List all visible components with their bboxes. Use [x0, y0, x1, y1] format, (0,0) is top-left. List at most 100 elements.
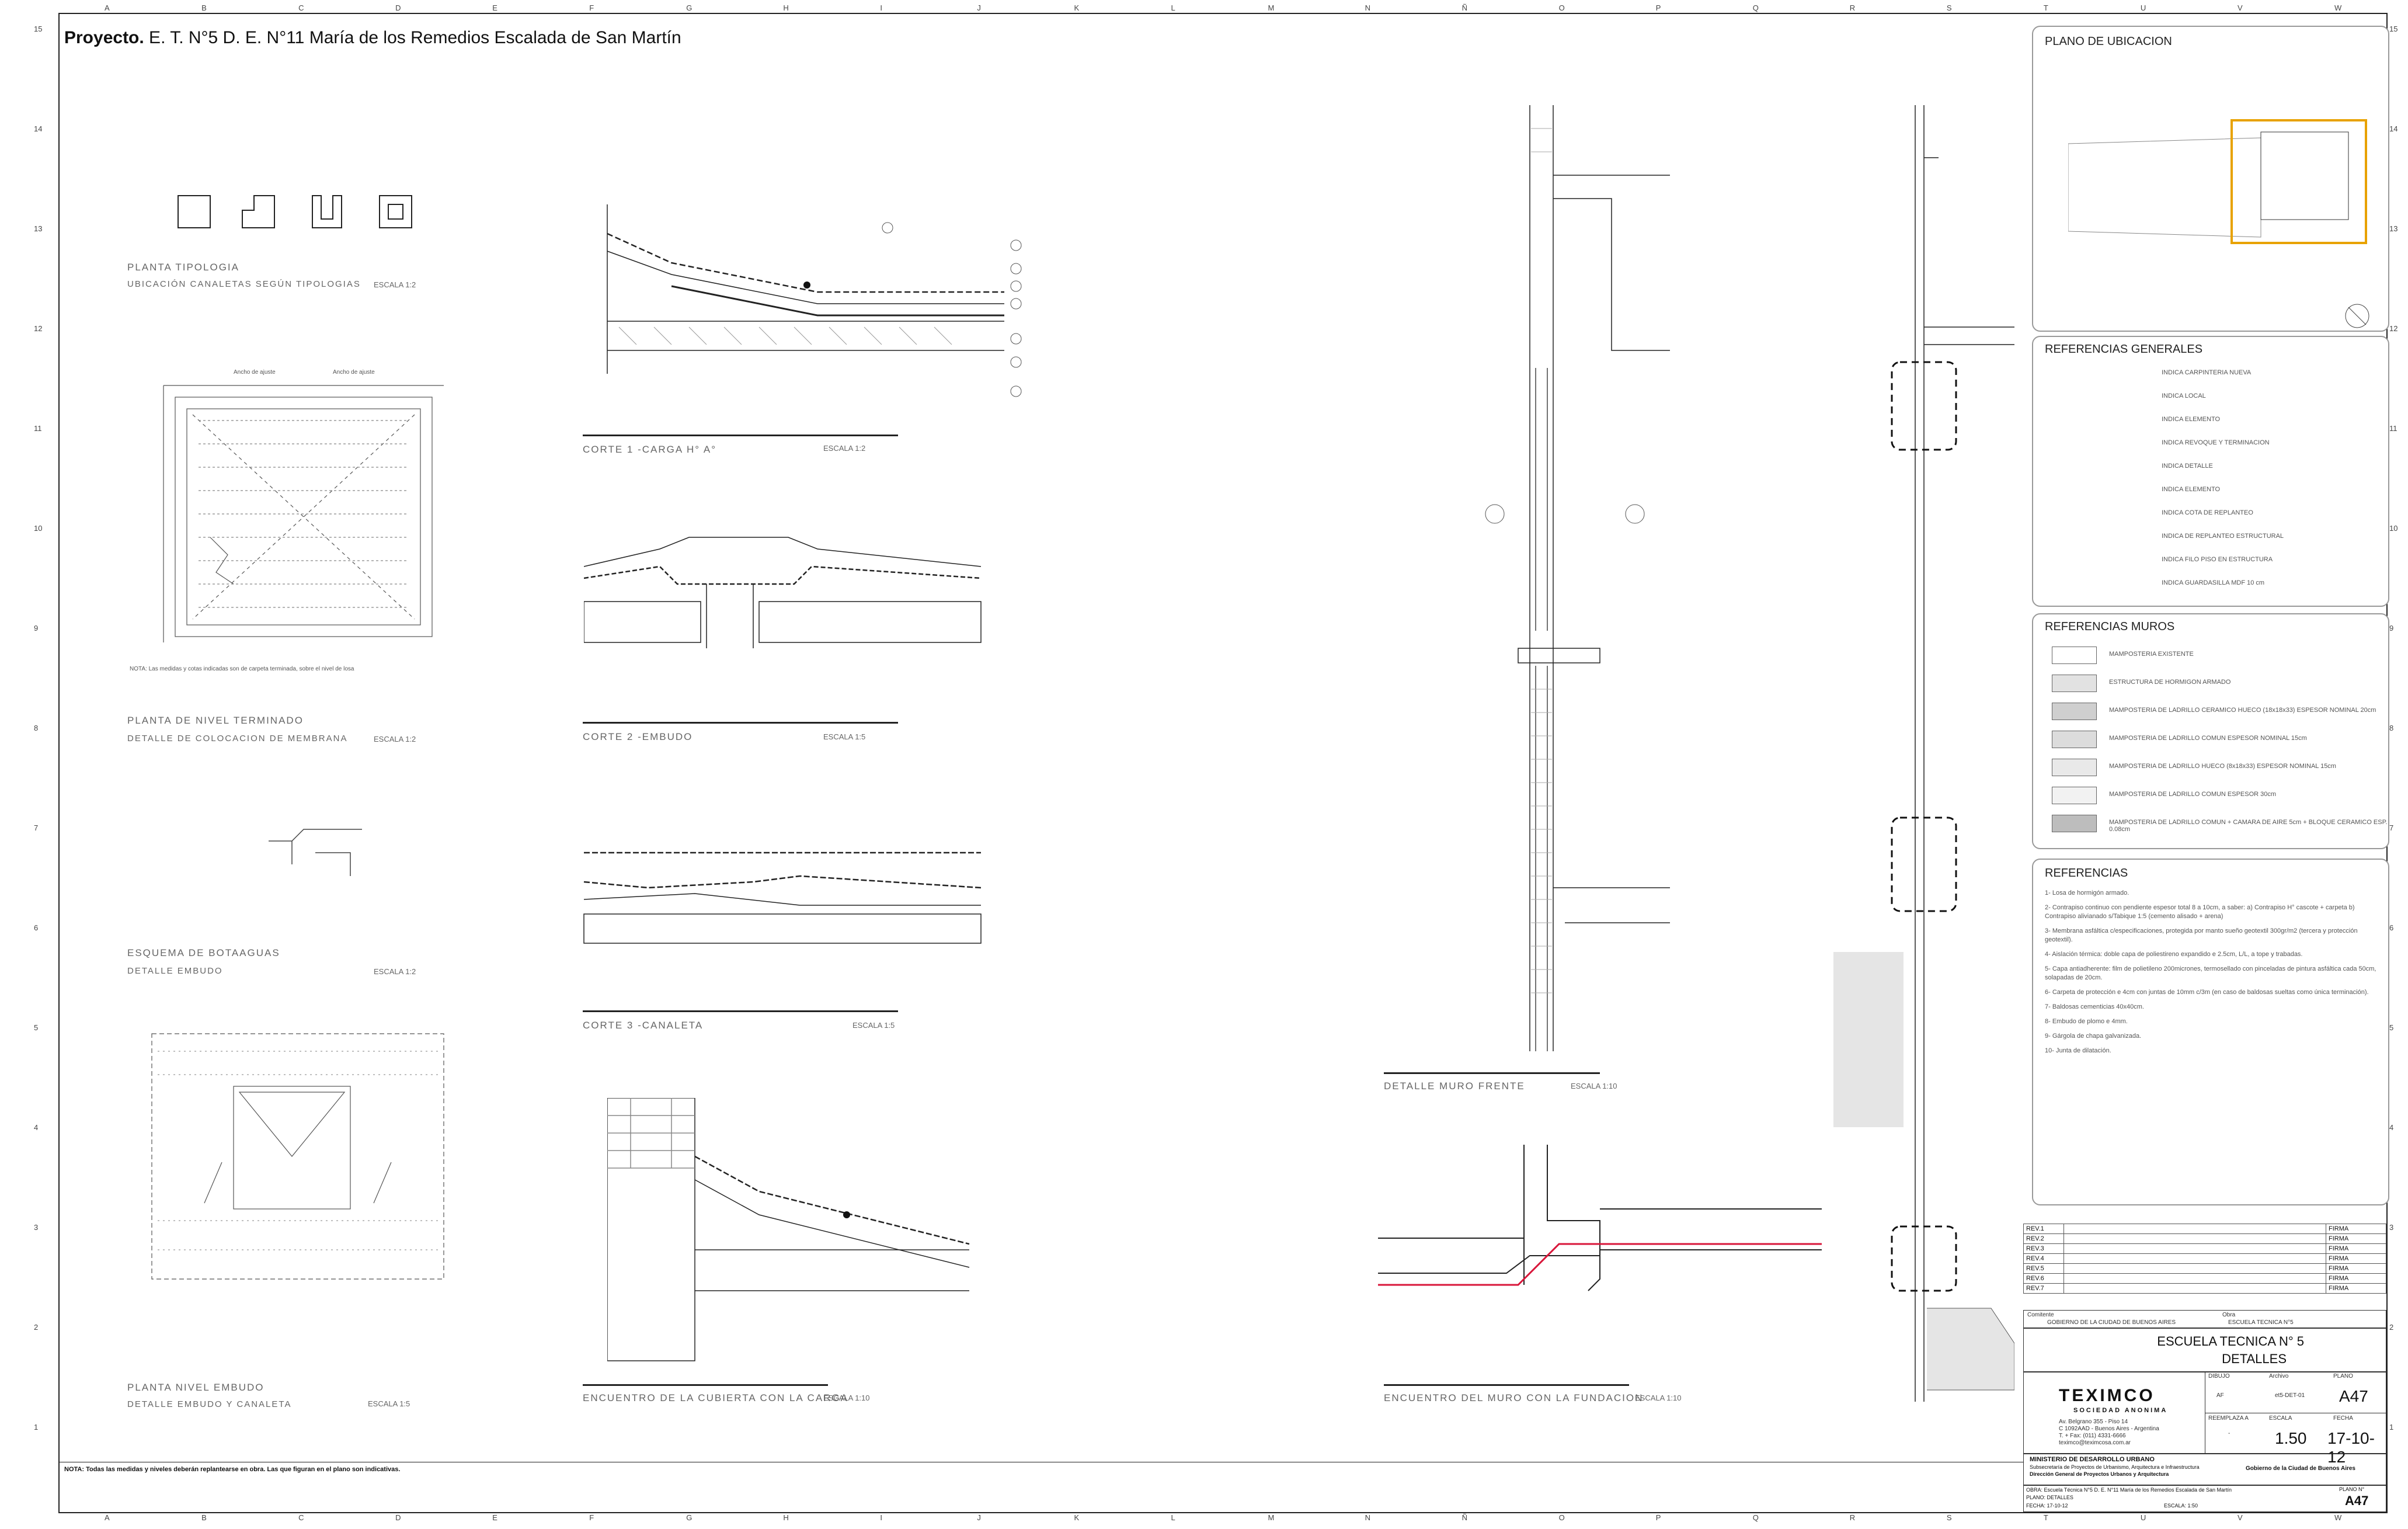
ref-general-item: INDICA ELEMENTO	[2162, 486, 2221, 493]
grid-row-label: 5	[2389, 1023, 2394, 1032]
ref-item: 2- Contrapiso continuo con pendiente esp…	[2045, 904, 2355, 920]
ref-item: 7- Baldosas cementicias 40x40cm.	[2045, 1003, 2144, 1010]
ref-general-item: INDICA FILO PISO EN ESTRUCTURA	[2162, 556, 2273, 563]
grid-column-label: R	[1849, 4, 1856, 12]
grid-row-label: 10	[34, 524, 43, 533]
grid-row-label: 2	[34, 1323, 39, 1332]
project-title: Proyecto. E. T. N°5 D. E. N°11 María de …	[64, 28, 681, 47]
encuentro-muro-scale: ESCALA 1:10	[1635, 1394, 1682, 1402]
grid-column-label: C	[298, 1513, 304, 1522]
scale-value: 1.50	[2275, 1429, 2307, 1447]
planta-nivel-terminado-scale: ESCALA 1:2	[374, 735, 416, 743]
ref-general-item: INDICA ELEMENTO	[2162, 416, 2221, 423]
location-map	[2068, 119, 2367, 244]
planta-tipologia-title: PLANTA TIPOLOGIA	[127, 262, 239, 273]
wall-swatch	[2052, 703, 2097, 720]
grid-row-label: 4	[2389, 1123, 2394, 1132]
grid-column-label: N	[1365, 4, 1370, 12]
grid-column-label: A	[105, 4, 110, 12]
ref-muro-item: MAMPOSTERIA DE LADRILLO COMUN + CAMARA D…	[2109, 819, 2388, 833]
grid-column-label: H	[783, 4, 789, 12]
grid-column-label: S	[1946, 1513, 1952, 1522]
grid-column-label: L	[1171, 4, 1175, 12]
wall-swatch	[2052, 815, 2097, 832]
referencias-panel: REFERENCIAS 1- Losa de hormigón armado.2…	[2032, 859, 2389, 1205]
grid-row-label: 10	[2389, 524, 2398, 533]
client-name: GOBIERNO DE LA CIUDAD DE BUENOS AIRES	[2047, 1319, 2176, 1326]
ref-muro-item: MAMPOSTERIA DE LADRILLO COMUN ESPESOR NO…	[2109, 735, 2307, 742]
grid-column-label: F	[589, 4, 594, 12]
cartouche-company-block: TEXIMCO SOCIEDAD ANONIMA Av. Belgrano 35…	[2023, 1371, 2386, 1466]
company-address: Av. Belgrano 355 - Piso 14 C 1092AAD - B…	[2059, 1419, 2159, 1446]
grid-column-label: E	[492, 1513, 497, 1522]
grid-row-label: 5	[34, 1023, 39, 1032]
grid-row-label: 15	[34, 25, 43, 33]
plano-ubicacion-panel: PLANO DE UBICACION	[2032, 26, 2389, 332]
referencias-generales-title: REFERENCIAS GENERALES	[2045, 343, 2203, 356]
ref-general-item: INDICA REVOQUE Y TERMINACION	[2162, 439, 2270, 446]
corte2-title: CORTE 2 -EMBUDO	[583, 731, 693, 742]
ref-general-item: INDICA CARPINTERIA NUEVA	[2162, 369, 2252, 376]
plano-ubicacion-title: PLANO DE UBICACION	[2045, 35, 2172, 48]
planta-nivel-terminado-title: PLANTA DE NIVEL TERMINADO	[127, 715, 304, 726]
grid-column-label: K	[1074, 1513, 1080, 1522]
grid-column-label: P	[1655, 1513, 1661, 1522]
grid-column-label: C	[298, 4, 304, 12]
grid-column-label: Q	[1752, 4, 1759, 12]
encuentro-cubierta-title: ENCUENTRO DE LA CUBIERTA CON LA CARGA	[583, 1392, 849, 1403]
grid-column-label: O	[1558, 4, 1565, 12]
grid-row-label: 1	[34, 1423, 39, 1431]
cartouche-title-row: ESCUELA TECNICA N° 5 DETALLES	[2023, 1328, 2386, 1372]
cartouche-client-row: Comitente GOBIERNO DE LA CIUDAD DE BUENO…	[2023, 1310, 2386, 1329]
cartouche-project-title: ESCUELA TECNICA N° 5	[2157, 1334, 2304, 1349]
grid-column-label: F	[589, 1513, 594, 1522]
planta-nivel-embudo-title: PLANTA NIVEL EMBUDO	[127, 1382, 265, 1393]
grid-column-label: D	[395, 4, 401, 12]
grid-column-label: B	[201, 4, 207, 12]
grid-column-label: K	[1074, 4, 1080, 12]
grid-row-label: 7	[34, 823, 39, 832]
esquema-botaaguas-title: ESQUEMA DE BOTAAGUAS	[127, 947, 280, 958]
corte3-drawing	[583, 852, 982, 944]
encuentro-muro-drawing	[1378, 1145, 1822, 1291]
ref-general-item: INDICA COTA DE REPLANTEO	[2162, 509, 2253, 516]
wall-swatch	[2052, 759, 2097, 776]
wall-swatch	[2052, 647, 2097, 664]
date-value: 17-10-12	[2327, 1429, 2375, 1466]
svg-text:Ancho de ajuste: Ancho de ajuste	[333, 369, 375, 376]
grid-column-label: N	[1365, 1513, 1370, 1522]
grid-column-label: Q	[1752, 1513, 1759, 1522]
ref-item: 9- Gárgola de chapa galvanizada.	[2045, 1033, 2142, 1040]
obra-block: OBRA: Escuela Técnica N°5 D. E. N°11 Mar…	[2023, 1485, 2386, 1512]
grid-row-label: 6	[2389, 923, 2394, 932]
botaaguas-drawing	[269, 829, 362, 876]
grid-column-label: I	[880, 4, 882, 12]
grid-column-label: V	[2237, 4, 2243, 12]
grid-column-label: B	[201, 1513, 207, 1522]
ref-general-item: INDICA DETALLE	[2162, 463, 2213, 470]
grid-row-label: 12	[34, 324, 43, 333]
grid-column-label: O	[1558, 1513, 1565, 1522]
svg-text:Ancho de ajuste: Ancho de ajuste	[234, 369, 276, 376]
grid-row-label: 15	[2389, 25, 2398, 33]
grid-column-label: M	[1268, 4, 1275, 12]
corte3-title: CORTE 3 -CANALETA	[583, 1020, 704, 1031]
grid-row-label: 4	[34, 1123, 39, 1132]
grid-row-label: 12	[2389, 324, 2398, 333]
grid-column-label: G	[686, 4, 693, 12]
wall-swatch	[2052, 731, 2097, 748]
referencias-muros-title: REFERENCIAS MUROS	[2045, 620, 2175, 633]
grid-row-label: 1	[2389, 1423, 2394, 1431]
plano-number: A47	[2339, 1387, 2368, 1405]
planta-nivel-embudo-scale: ESCALA 1:5	[368, 1399, 410, 1408]
plano-n-value: A47	[2345, 1493, 2369, 1508]
grid-row-label: 13	[34, 224, 43, 233]
grid-row-label: 7	[2389, 823, 2394, 832]
grid-row-label: 8	[34, 724, 39, 732]
planta-nivel-embudo-sub: DETALLE EMBUDO Y CANALETA	[127, 1399, 292, 1409]
